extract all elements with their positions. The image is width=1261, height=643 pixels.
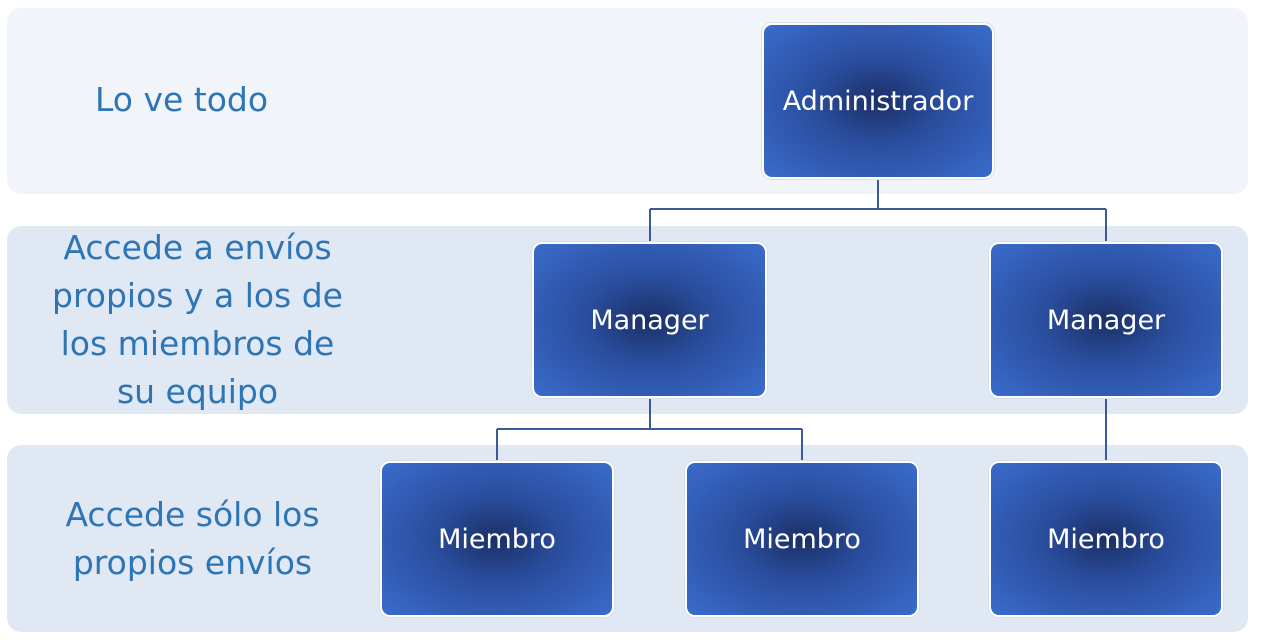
connector-admin-managers (649, 179, 1107, 242)
node-miembro-1: Miembro (380, 461, 614, 617)
level-band-admin (7, 8, 1248, 194)
node-manager-right: Manager (989, 242, 1223, 398)
level-label-member: Accede sólo los propios envíos (65, 495, 320, 582)
node-miembro-2: Miembro (685, 461, 919, 617)
node-manager-left: Manager (532, 242, 767, 398)
connector-manager1-members (496, 398, 803, 461)
level-label-manager: Accede a envíos propios y a los de los m… (52, 228, 343, 411)
node-administrador: Administrador (762, 23, 994, 179)
level-label-admin: Lo ve todo (95, 80, 269, 119)
node-miembro-3: Miembro (989, 461, 1223, 617)
